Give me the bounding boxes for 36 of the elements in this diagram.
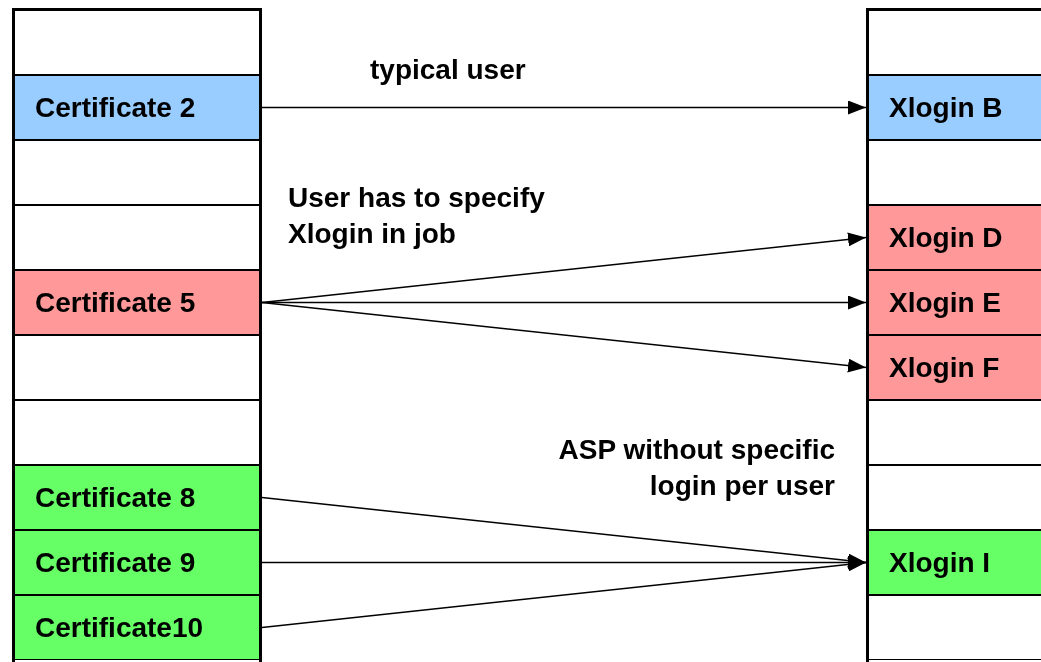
edge-label: User has to specify Xlogin in job <box>288 181 546 251</box>
table-row <box>866 270 1041 335</box>
table-row <box>12 465 262 530</box>
empty-row <box>12 205 262 270</box>
table-row <box>12 75 262 140</box>
row-label: Certificate 2 <box>35 90 196 125</box>
table-row <box>866 335 1041 400</box>
arrow <box>261 496 867 568</box>
empty-row <box>12 335 262 400</box>
row-label: Xlogin I <box>889 545 991 580</box>
table-row <box>866 75 1041 140</box>
row-label: Certificate 9 <box>35 545 196 580</box>
empty-row <box>866 465 1041 530</box>
row-label: Xlogin E <box>889 285 1001 320</box>
row-label: Certificate 8 <box>35 480 196 515</box>
table-row <box>12 530 262 595</box>
row-label: Xlogin D <box>889 220 1003 255</box>
row-label: Certificate10 <box>35 610 204 645</box>
row-label: Xlogin F <box>889 350 1000 385</box>
table-row <box>12 270 262 335</box>
table-row <box>866 530 1041 595</box>
arrow <box>261 100 867 115</box>
arrow <box>261 557 867 629</box>
edge-label: ASP without specific login per user <box>557 433 835 503</box>
arrow <box>261 301 867 373</box>
edge-label: typical user <box>370 53 527 87</box>
empty-row <box>866 595 1041 660</box>
empty-row <box>866 400 1041 465</box>
empty-row <box>866 140 1041 205</box>
empty-row <box>12 140 262 205</box>
table-row <box>12 595 262 660</box>
empty-row <box>12 400 262 465</box>
table-row <box>866 205 1041 270</box>
row-label: Xlogin B <box>889 90 1003 125</box>
arrow <box>261 232 867 304</box>
row-label: Certificate 5 <box>35 285 196 320</box>
